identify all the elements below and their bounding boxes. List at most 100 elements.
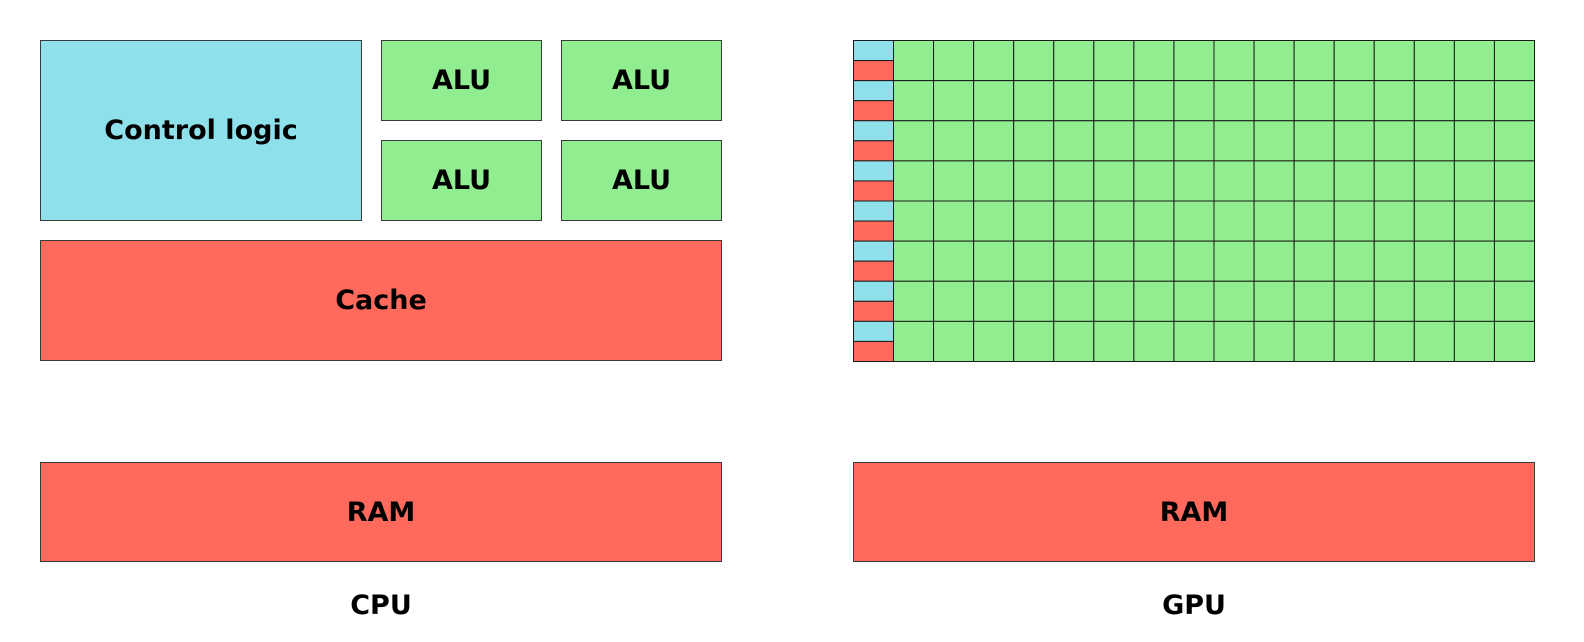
gpu-alu-cell: [1493, 200, 1535, 242]
gpu-cache-cell: [853, 340, 894, 362]
gpu-alu-cell: [1253, 240, 1295, 282]
gpu-cache-cell: [853, 140, 894, 162]
gpu-core-grid: [853, 40, 1535, 362]
gpu-control-cell: [853, 80, 894, 102]
gpu-alu-cell: [1493, 80, 1535, 122]
gpu-alu-cell: [1093, 240, 1135, 282]
gpu-alu-cell: [1293, 120, 1335, 162]
gpu-alu-cell: [1333, 80, 1375, 122]
gpu-alu-cell: [1213, 80, 1255, 122]
gpu-alu-cell: [893, 280, 935, 322]
gpu-alu-cell: [1453, 160, 1495, 202]
gpu-alu-cell: [1453, 240, 1495, 282]
gpu-alu-cell: [1293, 160, 1335, 202]
gpu-title: GPU: [1162, 590, 1226, 621]
gpu-alu-cell: [1493, 160, 1535, 202]
gpu-alu-cell: [1213, 200, 1255, 242]
gpu-alu-cell: [933, 160, 975, 202]
cpu-title: CPU: [350, 590, 412, 621]
gpu-alu-cell: [1333, 200, 1375, 242]
gpu-control-cell: [853, 280, 894, 302]
gpu-alu-cell: [1213, 240, 1255, 282]
gpu-cache-cell: [853, 260, 894, 282]
gpu-alu-cell: [1213, 320, 1255, 362]
gpu-alu-cell: [1373, 160, 1415, 202]
gpu-alu-cell: [1173, 120, 1215, 162]
gpu-alu-cell: [1253, 320, 1295, 362]
gpu-alu-cell: [1213, 160, 1255, 202]
gpu-alu-cell: [1093, 160, 1135, 202]
gpu-alu-cell: [1493, 280, 1535, 322]
gpu-alu-cell: [1373, 80, 1415, 122]
gpu-ram-label: RAM: [1159, 496, 1229, 528]
gpu-alu-cell: [1013, 320, 1055, 362]
gpu-cache-cell: [853, 300, 894, 322]
gpu-alu-cell: [1093, 280, 1135, 322]
gpu-alu-cell: [933, 120, 975, 162]
gpu-alu-cell: [1253, 120, 1295, 162]
gpu-alu-cell: [1213, 40, 1255, 82]
gpu-alu-cell: [893, 40, 935, 82]
gpu-control-cell: [853, 200, 894, 222]
gpu-alu-cell: [973, 200, 1015, 242]
gpu-alu-cell: [1253, 40, 1295, 82]
gpu-alu-cell: [1453, 320, 1495, 362]
gpu-alu-cell: [1173, 280, 1215, 322]
gpu-alu-cell: [1133, 320, 1175, 362]
cpu-alu-label: ALU: [431, 165, 492, 196]
gpu-alu-cell: [1093, 120, 1135, 162]
gpu-control-cell: [853, 240, 894, 262]
gpu-alu-cell: [1373, 280, 1415, 322]
gpu-alu-cell: [1413, 200, 1455, 242]
gpu-alu-cell: [1013, 240, 1055, 282]
gpu-alu-cell: [1493, 40, 1535, 82]
cpu-alu-block-4: ALU: [561, 140, 722, 221]
gpu-alu-cell: [1173, 240, 1215, 282]
gpu-alu-cell: [1333, 280, 1375, 322]
gpu-alu-cell: [893, 80, 935, 122]
gpu-alu-cell: [1413, 240, 1455, 282]
gpu-alu-cell: [1253, 160, 1295, 202]
gpu-alu-cell: [1013, 80, 1055, 122]
gpu-alu-cell: [893, 200, 935, 242]
gpu-alu-cell: [1493, 120, 1535, 162]
gpu-cache-cell: [853, 180, 894, 202]
gpu-alu-cell: [893, 160, 935, 202]
cpu-alu-block-2: ALU: [561, 40, 722, 121]
gpu-alu-cell: [1373, 240, 1415, 282]
gpu-alu-cell: [973, 80, 1015, 122]
gpu-alu-cell: [1173, 200, 1215, 242]
gpu-alu-cell: [1173, 320, 1215, 362]
cpu-alu-label: ALU: [611, 65, 672, 96]
gpu-alu-cell: [1493, 320, 1535, 362]
gpu-alu-cell: [1173, 80, 1215, 122]
gpu-alu-cell: [1373, 320, 1415, 362]
cpu-control-logic-block: Control logic: [40, 40, 362, 221]
gpu-alu-cell: [1213, 120, 1255, 162]
gpu-alu-cell: [973, 320, 1015, 362]
gpu-alu-cell: [1413, 120, 1455, 162]
gpu-alu-cell: [1253, 200, 1295, 242]
gpu-alu-cell: [1293, 280, 1335, 322]
gpu-alu-cell: [1453, 80, 1495, 122]
gpu-alu-cell: [1133, 40, 1175, 82]
gpu-alu-cell: [933, 280, 975, 322]
gpu-alu-cell: [1293, 200, 1335, 242]
gpu-control-cell: [853, 40, 894, 62]
gpu-control-cell: [853, 320, 894, 342]
cpu-cache-label: Cache: [335, 285, 427, 316]
gpu-alu-cell: [1333, 240, 1375, 282]
gpu-alu-cell: [1053, 280, 1095, 322]
gpu-alu-cell: [1053, 200, 1095, 242]
gpu-ram-block: RAM: [853, 462, 1535, 562]
gpu-alu-cell: [933, 320, 975, 362]
gpu-alu-cell: [893, 120, 935, 162]
gpu-alu-cell: [1133, 80, 1175, 122]
gpu-alu-cell: [1053, 40, 1095, 82]
cpu-alu-block-3: ALU: [381, 140, 542, 221]
gpu-alu-cell: [1133, 280, 1175, 322]
gpu-alu-cell: [1053, 160, 1095, 202]
cpu-ram-label: RAM: [346, 496, 416, 528]
gpu-control-cell: [853, 160, 894, 182]
gpu-alu-cell: [1333, 320, 1375, 362]
